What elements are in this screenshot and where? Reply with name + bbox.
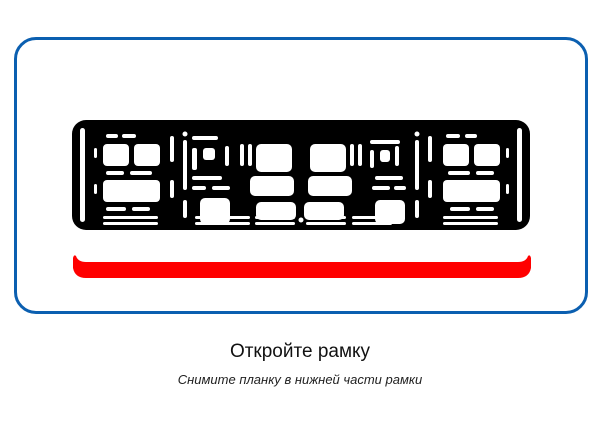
instruction-subtitle: Снимите планку в нижней части рамки — [177, 372, 423, 387]
bottom-strip-icon — [73, 255, 531, 278]
license-plate-frame-icon — [72, 120, 530, 230]
instruction-title: Откройте рамку — [229, 341, 371, 362]
